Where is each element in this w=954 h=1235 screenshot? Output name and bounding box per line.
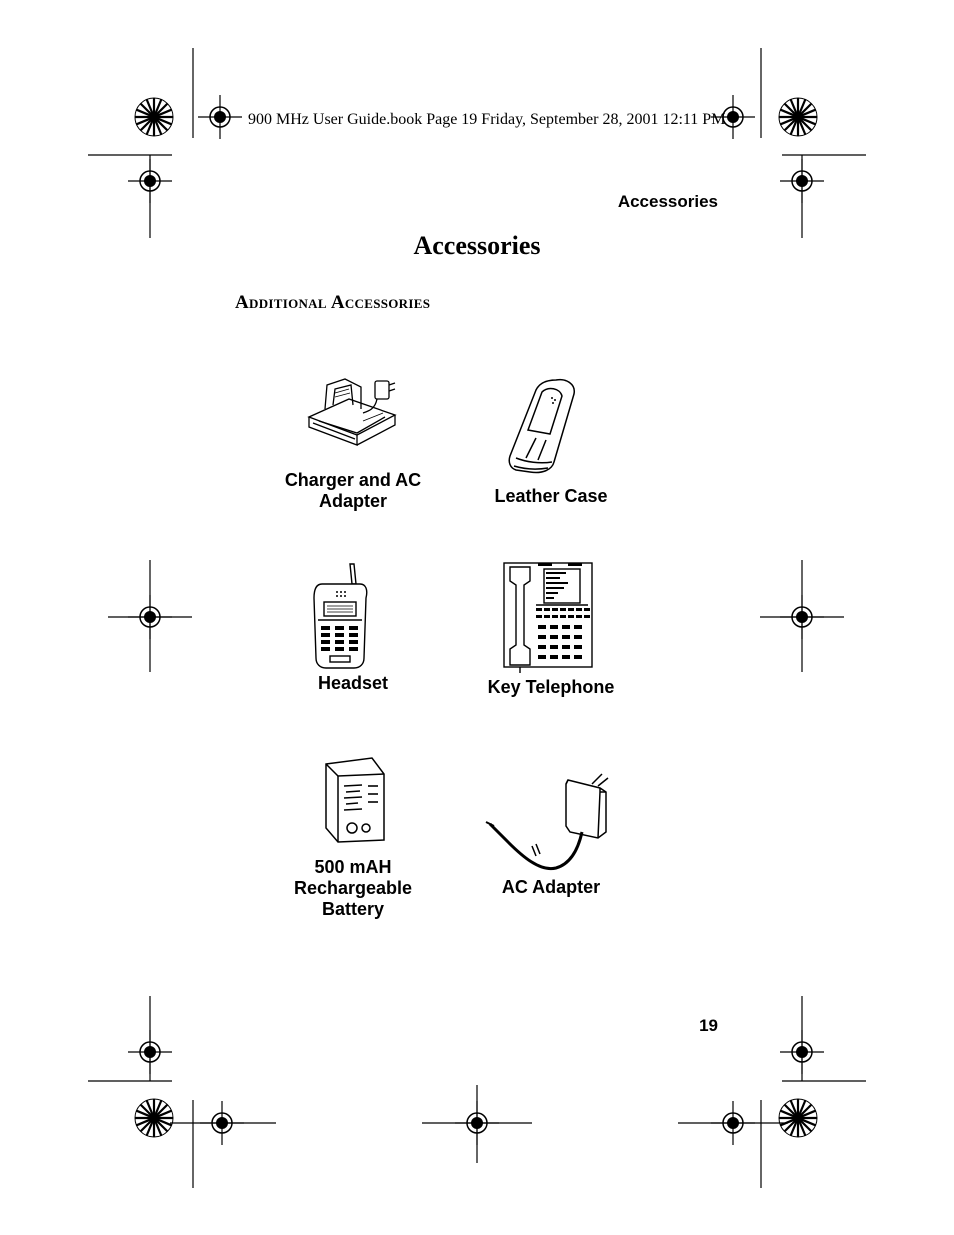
caption-battery: 500 mAH Rechargeable Battery: [293, 857, 413, 919]
caption-headset: Headset: [317, 673, 389, 693]
ac-adapter-icon: [485, 773, 609, 871]
page-number: 19: [699, 1016, 718, 1035]
leather-case-icon: [508, 378, 575, 474]
page-title: Accessories: [413, 231, 541, 260]
key-telephone-icon: [503, 562, 593, 673]
print-header: 900 MHz User Guide.book Page 19 Friday, …: [248, 111, 726, 128]
running-head: Accessories: [617, 192, 718, 211]
battery-icon: [325, 757, 385, 843]
caption-leather-case: Leather Case: [494, 486, 608, 506]
caption-charger: Charger and AC Adapter: [284, 470, 422, 511]
caption-ac-adapter: AC Adapter: [501, 877, 601, 897]
section-title: Additional Accessories: [235, 292, 431, 313]
headset-icon: [313, 563, 368, 669]
caption-key-telephone: Key Telephone: [487, 677, 615, 697]
charger-icon: [307, 378, 397, 446]
